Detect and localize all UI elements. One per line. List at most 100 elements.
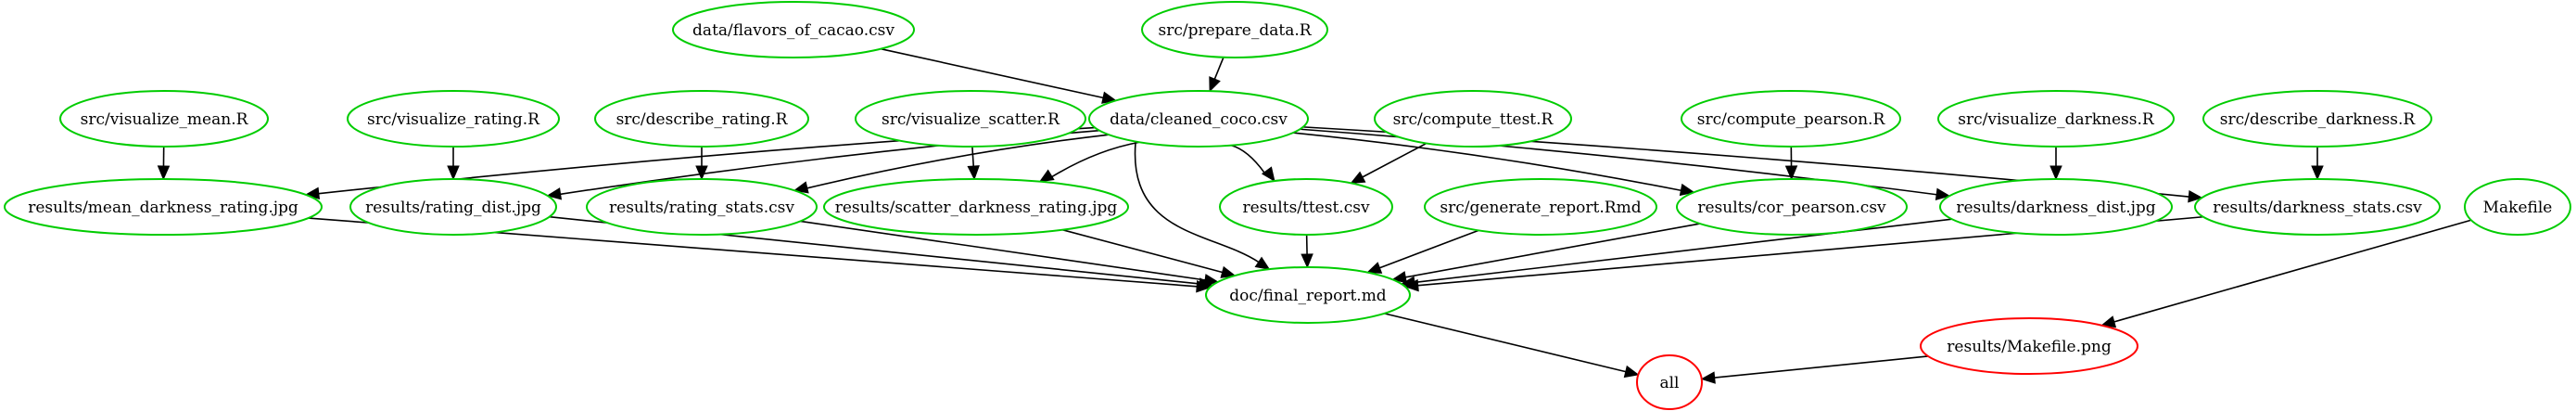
node-ellipse (4, 178, 323, 236)
node-ellipse (586, 178, 818, 236)
edge-cleaned-to-pearson_csv (1292, 132, 1695, 197)
arrowhead-icon (1209, 76, 1221, 93)
node-label: results/mean_darkness_rating.jpg (28, 199, 298, 217)
edge-cleaned-to-scatter_jpg (1038, 141, 1140, 183)
node-ellipse (1939, 178, 2173, 236)
edge-line (2113, 219, 2472, 323)
node-make-png: results/Makefile.png (1920, 317, 2138, 375)
node-prepare: src/prepare_data.R (1141, 1, 1328, 58)
edge-line (1384, 313, 1626, 373)
node-ellipse (2194, 178, 2441, 236)
node-desc-dark: src/describe_darkness.R (2202, 90, 2432, 148)
edge-desc_dark-to-dark_csv (2311, 147, 2324, 181)
node-ellipse (347, 90, 560, 148)
node-label: results/cor_pearson.csv (1697, 199, 1886, 217)
node-ellipse (1088, 90, 1309, 148)
edge-vis_dark-to-dark_jpg (2049, 147, 2062, 181)
node-vis-mean: src/visualize_mean.R (59, 90, 269, 148)
node-label: src/visualize_mean.R (81, 110, 249, 129)
edge-vis_mean-to-mean_jpg (157, 146, 171, 181)
arrowhead-icon (1301, 253, 1313, 269)
node-ellipse (1141, 1, 1328, 58)
node-label: src/visualize_rating.R (367, 110, 540, 129)
arrowhead-icon (447, 165, 460, 181)
node-label: all (1659, 374, 1679, 392)
node-pearson-csv: results/cor_pearson.csv (1676, 178, 1908, 236)
node-ellipse (1219, 178, 1393, 236)
node-label: results/darkness_stats.csv (2213, 199, 2422, 217)
node-dark-csv: results/darkness_stats.csv (2194, 178, 2441, 236)
edge-line (1230, 144, 1265, 173)
node-ellipse (1636, 354, 1703, 410)
arrowhead-icon (1261, 166, 1275, 183)
edge-gen_report-to-report (1366, 229, 1479, 274)
node-vis-scatter: src/visualize_scatter.R (855, 90, 1086, 148)
node-label: src/describe_rating.R (616, 110, 789, 129)
node-label: src/visualize_scatter.R (882, 110, 1060, 129)
arrowhead-icon (1254, 256, 1271, 270)
edge-line (971, 146, 975, 167)
edge-pearson_src-to-pearson_csv (1784, 146, 1798, 181)
node-ellipse (855, 90, 1086, 148)
arrowhead-icon (793, 181, 809, 194)
nodes-layer: data/flavors_of_cacao.csv src/prepare_dat… (4, 1, 2571, 410)
edge-vis_rating-to-rating_jpg (447, 147, 460, 181)
edge-prepare-to-cleaned (1209, 57, 1225, 93)
edge-ttest_src-to-ttest_csv (1350, 142, 1428, 184)
arrowhead-icon (1679, 183, 1695, 197)
edge-line (1379, 229, 1479, 269)
node-ellipse (1205, 266, 1411, 324)
node-all: all (1636, 354, 1703, 410)
edge-line (1362, 142, 1428, 178)
arrowhead-icon (1623, 365, 1640, 379)
node-label: results/rating_stats.csv (609, 199, 794, 217)
arrowhead-icon (157, 165, 171, 181)
edge-cleaned-to-report (1134, 142, 1271, 270)
node-ellipse (2464, 178, 2571, 236)
arrowhead-icon (1935, 187, 1951, 201)
node-ellipse (1374, 90, 1572, 148)
node-ellipse (1920, 317, 2138, 375)
node-scatter-jpg: results/scatter_darkness_rating.jpg (823, 178, 1129, 236)
edge-vis_scatter-to-scatter_jpg (967, 146, 980, 181)
node-dark-jpg: results/darkness_dist.jpg (1939, 178, 2173, 236)
node-ellipse (672, 1, 915, 58)
arrowhead-icon (1784, 165, 1798, 181)
edge-make_png-to-all (1700, 355, 1929, 384)
node-gen-report: src/generate_report.Rmd (1424, 178, 1657, 236)
node-makefile: Makefile (2464, 178, 2571, 236)
arrowhead-icon (1403, 278, 1419, 292)
edge-ttest_csv-to-report (1301, 234, 1313, 269)
arrowhead-icon (1366, 262, 1383, 274)
node-label: src/prepare_data.R (1158, 21, 1312, 40)
node-label: results/ttest.csv (1242, 199, 1370, 217)
node-ellipse (59, 90, 269, 148)
node-label: src/compute_ttest.R (1393, 110, 1554, 129)
edge-line (806, 134, 1110, 189)
node-pearson-src: src/compute_pearson.R (1681, 90, 1901, 148)
arrowhead-icon (546, 187, 563, 200)
edge-line (880, 47, 1104, 99)
node-vis-dark: src/visualize_darkness.R (1937, 90, 2175, 148)
edge-report-to-all (1384, 313, 1640, 379)
edge-line (1061, 228, 1223, 274)
node-rating-jpg: results/rating_dist.jpg (349, 178, 557, 236)
node-label: doc/final_report.md (1229, 287, 1387, 305)
node-ttest-src: src/compute_ttest.R (1374, 90, 1572, 148)
edge-line (1134, 142, 1260, 263)
node-cleaned: data/cleaned_coco.csv (1088, 90, 1309, 148)
node-ellipse (1681, 90, 1901, 148)
edge-scatter_jpg-to-report (1061, 228, 1237, 278)
arrowhead-icon (2188, 190, 2203, 203)
arrowhead-icon (2311, 165, 2324, 181)
node-mean-jpg: results/mean_darkness_rating.jpg (4, 178, 323, 236)
edge-line (1292, 132, 1681, 192)
node-ellipse (349, 178, 557, 236)
edge-line (1714, 355, 1929, 379)
node-flavors: data/flavors_of_cacao.csv (672, 1, 915, 58)
arrowhead-icon (695, 165, 708, 181)
node-rating-csv: results/rating_stats.csv (586, 178, 818, 236)
node-ellipse (823, 178, 1129, 236)
node-label: data/cleaned_coco.csv (1110, 110, 1288, 129)
node-ellipse (1937, 90, 2175, 148)
